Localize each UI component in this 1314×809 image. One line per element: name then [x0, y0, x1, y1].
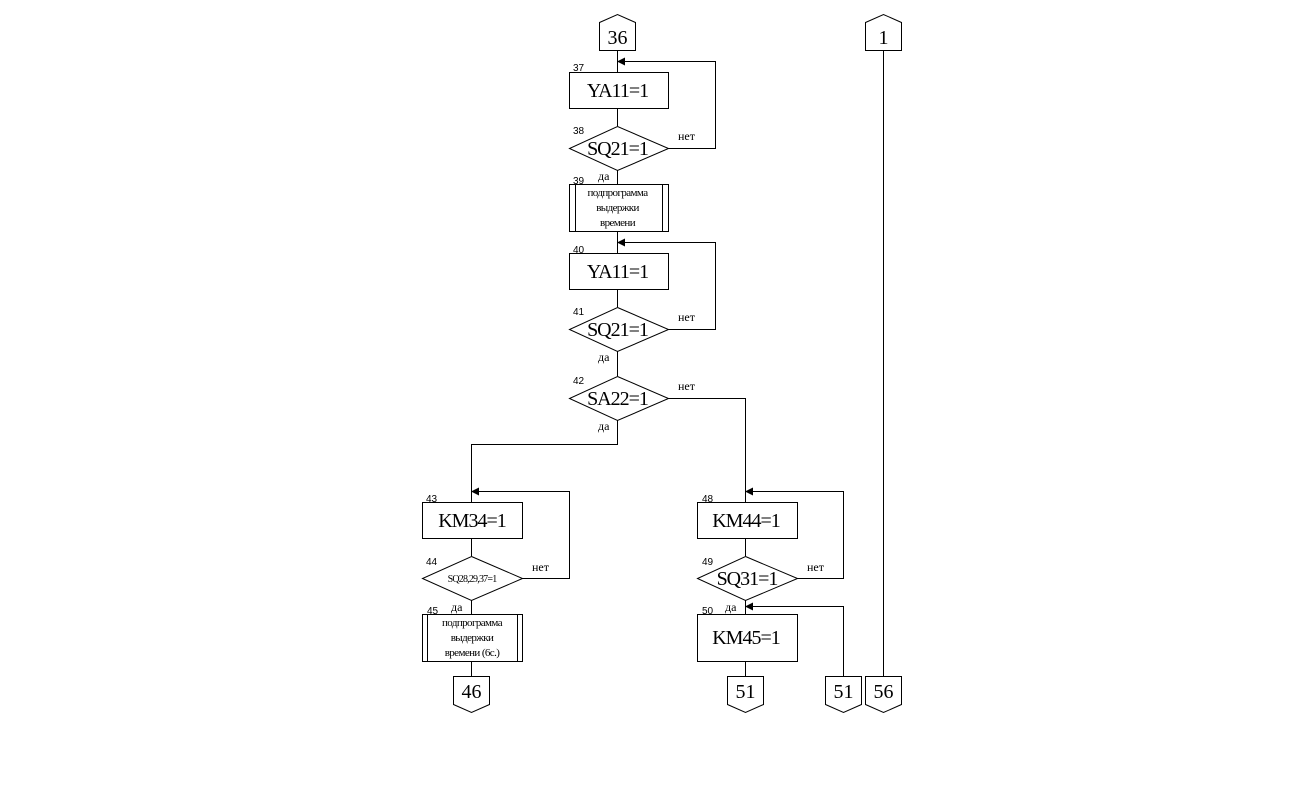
- block-number: 50: [702, 606, 714, 617]
- block-text-line-3: времени: [600, 217, 636, 229]
- connector-label: 1: [879, 27, 889, 49]
- process-block-37[interactable]: 37 YA11=1: [569, 63, 669, 109]
- block-text: YA11=1: [587, 80, 648, 102]
- block-text: SA22=1: [587, 388, 648, 410]
- block-number: 40: [573, 245, 585, 256]
- block-text-line-2: выдержки: [451, 632, 494, 644]
- edge-42-43: [471, 420, 618, 502]
- decision-block-38[interactable]: 38 SQ21=1 нет да: [568, 125, 696, 183]
- block-text: SQ21=1: [587, 319, 648, 341]
- decision-block-49[interactable]: 49 SQ31=1 нет да: [696, 555, 825, 615]
- block-text-line-2: выдержки: [596, 202, 639, 214]
- process-block-50[interactable]: 50 KM45=1: [697, 606, 798, 662]
- edge-42-48: [668, 398, 746, 502]
- yes-label: да: [598, 419, 610, 433]
- decision-block-44[interactable]: 44 SQ28,29,37=1 нет да: [421, 555, 550, 615]
- process-block-48[interactable]: 48 KM44=1: [697, 494, 798, 539]
- block-text: YA11=1: [587, 261, 648, 283]
- block-number: 39: [573, 176, 585, 187]
- subroutine-block-45[interactable]: 45 подпрограмма выдержки времени (6с.): [422, 606, 523, 662]
- connector-1[interactable]: 1: [865, 13, 902, 51]
- block-number: 37: [573, 63, 585, 74]
- no-label: нет: [807, 560, 825, 574]
- connector-label: 56: [874, 681, 894, 703]
- edge-38-37-loop: [624, 61, 716, 149]
- no-label: нет: [678, 310, 696, 324]
- block-text-line-1: подпрограмма: [442, 617, 503, 629]
- no-label: нет: [678, 129, 696, 143]
- edge-44-43-loop: [478, 491, 570, 579]
- connector-51-a[interactable]: 51: [727, 676, 764, 714]
- no-label: нет: [532, 560, 550, 574]
- connector-51-b[interactable]: 51: [825, 676, 862, 714]
- connector-36[interactable]: 36: [599, 13, 636, 51]
- edge-51-50: [752, 606, 844, 676]
- block-number: 44: [426, 557, 438, 568]
- yes-label: да: [725, 600, 737, 614]
- block-text: SQ28,29,37=1: [448, 574, 498, 585]
- connector-label: 36: [608, 27, 628, 49]
- block-number: 45: [427, 606, 439, 617]
- process-block-43[interactable]: 43 KM34=1: [422, 494, 523, 539]
- block-number: 38: [573, 126, 585, 137]
- subroutine-block-39[interactable]: 39 подпрограмма выдержки времени: [569, 176, 669, 232]
- connector-label: 51: [736, 681, 756, 703]
- connector-label: 51: [834, 681, 854, 703]
- block-text: KM45=1: [712, 627, 780, 649]
- block-text-line-1: подпрограмма: [588, 187, 649, 199]
- connector-label: 46: [462, 681, 482, 703]
- block-text: SQ21=1: [587, 138, 648, 160]
- edge-41-40-loop: [624, 242, 716, 330]
- block-text: KM34=1: [438, 510, 506, 532]
- decision-block-41[interactable]: 41 SQ21=1 нет да: [568, 306, 696, 364]
- block-number: 42: [573, 376, 585, 387]
- block-text: KM44=1: [712, 510, 780, 532]
- yes-label: да: [598, 350, 610, 364]
- decision-block-42[interactable]: 42 SA22=1 нет да: [568, 375, 696, 433]
- connector-46[interactable]: 46: [453, 676, 490, 714]
- block-text-line-3: времени (6с.): [445, 647, 501, 659]
- process-block-40[interactable]: 40 YA11=1: [569, 245, 669, 290]
- block-number: 43: [426, 494, 438, 505]
- yes-label: да: [451, 600, 463, 614]
- yes-label: да: [598, 169, 610, 183]
- block-text: SQ31=1: [717, 568, 778, 590]
- block-number: 41: [573, 307, 585, 318]
- block-number: 48: [702, 494, 714, 505]
- connector-56[interactable]: 56: [865, 676, 902, 714]
- connection-lines: [471, 50, 884, 676]
- block-number: 49: [702, 557, 714, 568]
- edge-49-48-loop: [752, 491, 844, 579]
- no-label: нет: [678, 379, 696, 393]
